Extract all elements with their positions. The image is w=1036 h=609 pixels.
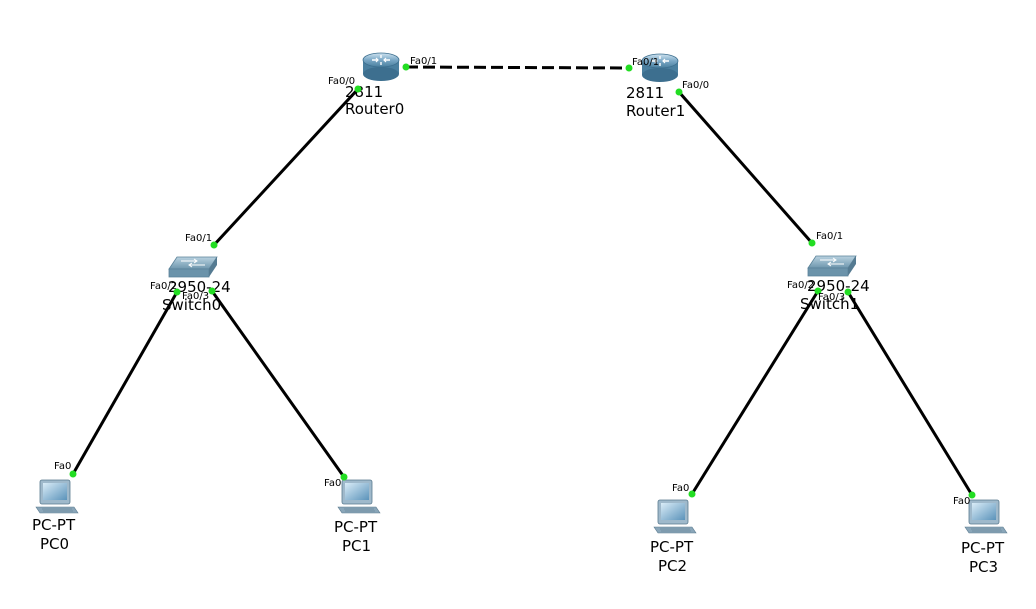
port-indicator bbox=[808, 239, 816, 247]
links bbox=[71, 65, 974, 496]
port-label-pc1-fa0: Fa0 bbox=[324, 478, 341, 489]
port-indicator bbox=[402, 63, 410, 71]
switch-icon bbox=[168, 256, 218, 278]
port-label-switch0-fa0-3: Fa0/3 bbox=[182, 291, 209, 302]
port-indicators bbox=[69, 63, 976, 499]
port-indicator bbox=[675, 88, 683, 96]
pc2-model: PC-PT bbox=[650, 538, 694, 556]
pc1-model: PC-PT bbox=[334, 518, 378, 536]
link-router1-switch1[interactable] bbox=[677, 91, 814, 244]
link-router0-router1[interactable] bbox=[405, 65, 630, 70]
port-indicator bbox=[210, 241, 218, 249]
port-indicator bbox=[340, 473, 348, 481]
port-label-router1-fa0-0: Fa0/0 bbox=[682, 80, 709, 91]
port-indicator bbox=[814, 287, 822, 295]
pc-icon bbox=[337, 479, 381, 514]
port-label-router1-fa0-1: Fa0/1 bbox=[632, 57, 659, 68]
pc3[interactable]: PC-PT PC3 bbox=[961, 499, 1008, 576]
port-indicator bbox=[688, 490, 696, 498]
port-label-switch1-fa0-1: Fa0/1 bbox=[816, 231, 843, 242]
router0-model: 2811 bbox=[345, 83, 383, 101]
port-label-pc2-fa0: Fa0 bbox=[672, 483, 689, 494]
port-labels: Fa0/1 Fa0/1 Fa0/0 Fa0/1 Fa0/0 Fa0/1 Fa0/… bbox=[54, 56, 970, 507]
router0[interactable]: 2811 Router0 bbox=[345, 52, 404, 118]
pc0-model: PC-PT bbox=[32, 516, 76, 534]
link-router0-switch0[interactable] bbox=[212, 87, 360, 247]
pc-icon bbox=[964, 499, 1008, 534]
router1[interactable]: 2811 Router1 bbox=[626, 53, 685, 120]
pc2[interactable]: PC-PT PC2 bbox=[650, 499, 697, 575]
router-icon bbox=[362, 52, 400, 82]
link-switch1-pc2[interactable] bbox=[690, 290, 820, 495]
switch0-name: Switch0 bbox=[162, 296, 221, 314]
router0-name: Router0 bbox=[345, 100, 404, 118]
link-switch0-pc0[interactable] bbox=[71, 291, 179, 475]
router1-model: 2811 bbox=[626, 84, 664, 102]
switch1-name: Switch1 bbox=[800, 295, 859, 313]
port-label-switch1-fa0-2: Fa0/2 bbox=[787, 280, 814, 291]
port-indicator bbox=[844, 288, 852, 296]
link-switch1-pc3[interactable] bbox=[846, 291, 974, 496]
switch1[interactable]: 2950-24 Switch1 bbox=[800, 255, 870, 313]
pc1-name: PC1 bbox=[342, 537, 371, 555]
port-indicator bbox=[173, 288, 181, 296]
pc0-name: PC0 bbox=[40, 535, 69, 553]
port-label-router0-fa0-0: Fa0/0 bbox=[328, 76, 355, 87]
pc-icon bbox=[653, 499, 697, 534]
port-indicator bbox=[69, 470, 77, 478]
switch1-model: 2950-24 bbox=[807, 277, 870, 295]
pc-icon bbox=[35, 479, 79, 514]
port-label-pc0-fa0: Fa0 bbox=[54, 461, 71, 472]
port-label-switch1-fa0-3: Fa0/3 bbox=[818, 292, 845, 303]
pc0[interactable]: PC-PT PC0 bbox=[32, 479, 79, 553]
switch-icon bbox=[807, 255, 857, 277]
pc3-name: PC3 bbox=[969, 558, 998, 576]
pc3-model: PC-PT bbox=[961, 539, 1005, 557]
port-indicator bbox=[354, 85, 362, 93]
link-switch0-pc1[interactable] bbox=[210, 290, 346, 478]
port-indicator bbox=[968, 491, 976, 499]
pc2-name: PC2 bbox=[658, 557, 687, 575]
port-label-pc3-fa0: Fa0 bbox=[953, 496, 970, 507]
port-indicator bbox=[625, 64, 633, 72]
port-label-switch0-fa0-1: Fa0/1 bbox=[185, 233, 212, 244]
router1-name: Router1 bbox=[626, 102, 685, 120]
port-label-switch0-fa0-2: Fa0/2 bbox=[150, 281, 177, 292]
port-indicator bbox=[208, 287, 216, 295]
port-label-router0-fa0-1: Fa0/1 bbox=[410, 56, 437, 67]
pc1[interactable]: PC-PT PC1 bbox=[334, 479, 381, 555]
